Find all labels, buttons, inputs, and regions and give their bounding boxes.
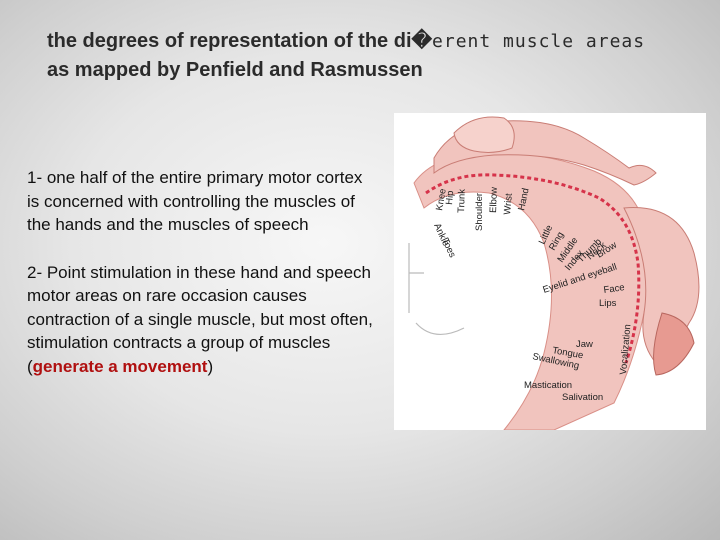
label-hip: Hip xyxy=(444,190,456,205)
title-line1-part-b: erent muscle areas xyxy=(432,31,646,52)
homunculus-mouth xyxy=(653,312,695,376)
label-trunk: Trunk xyxy=(456,189,468,214)
label-tongue: Tongue xyxy=(551,345,584,361)
label-hand: Hand xyxy=(516,187,531,212)
label-salivation: Salivation xyxy=(562,392,603,403)
title-line1-part-a: the degrees of representation of the di xyxy=(47,30,412,52)
homunculus-hand xyxy=(453,116,515,153)
label-face: Face xyxy=(603,282,625,296)
label-vocalization: Vocalization xyxy=(618,324,633,375)
point-1: 1- one half of the entire primary motor … xyxy=(27,168,363,234)
homunculus-illustration: Knee Hip Trunk Shoulder Elbow Wrist Hand… xyxy=(408,116,700,430)
label-toes: Toes xyxy=(439,237,458,260)
sulcus-line-1 xyxy=(408,243,424,313)
label-lips: Lips xyxy=(599,298,617,309)
title-line2: as mapped by Penfield and Rasmussen xyxy=(47,59,423,81)
slide-body: 1- one half of the entire primary motor … xyxy=(27,166,377,402)
motor-homunculus-figure: Knee Hip Trunk Shoulder Elbow Wrist Hand… xyxy=(394,113,706,430)
point-2: 2- Point stimulation in these hand and s… xyxy=(27,261,377,379)
point-2-open-paren: ( xyxy=(27,356,33,376)
point-2-close-paren: ) xyxy=(207,356,214,376)
label-jaw: Jaw xyxy=(576,339,593,350)
label-mastication: Mastication xyxy=(524,380,572,391)
sulcus-line-2 xyxy=(415,322,465,335)
point-2-highlight: generate a movement xyxy=(32,356,208,376)
label-elbow: Elbow xyxy=(488,187,500,213)
point-2-text: 2- Point stimulation in these hand and s… xyxy=(27,262,373,353)
label-knee: Knee xyxy=(434,188,449,212)
label-shoulder: Shoulder xyxy=(474,193,485,231)
label-wrist: Wrist xyxy=(502,193,515,216)
title-broken-glyph: � xyxy=(411,30,433,52)
slide-title: the degrees of representation of the di�… xyxy=(47,27,720,85)
